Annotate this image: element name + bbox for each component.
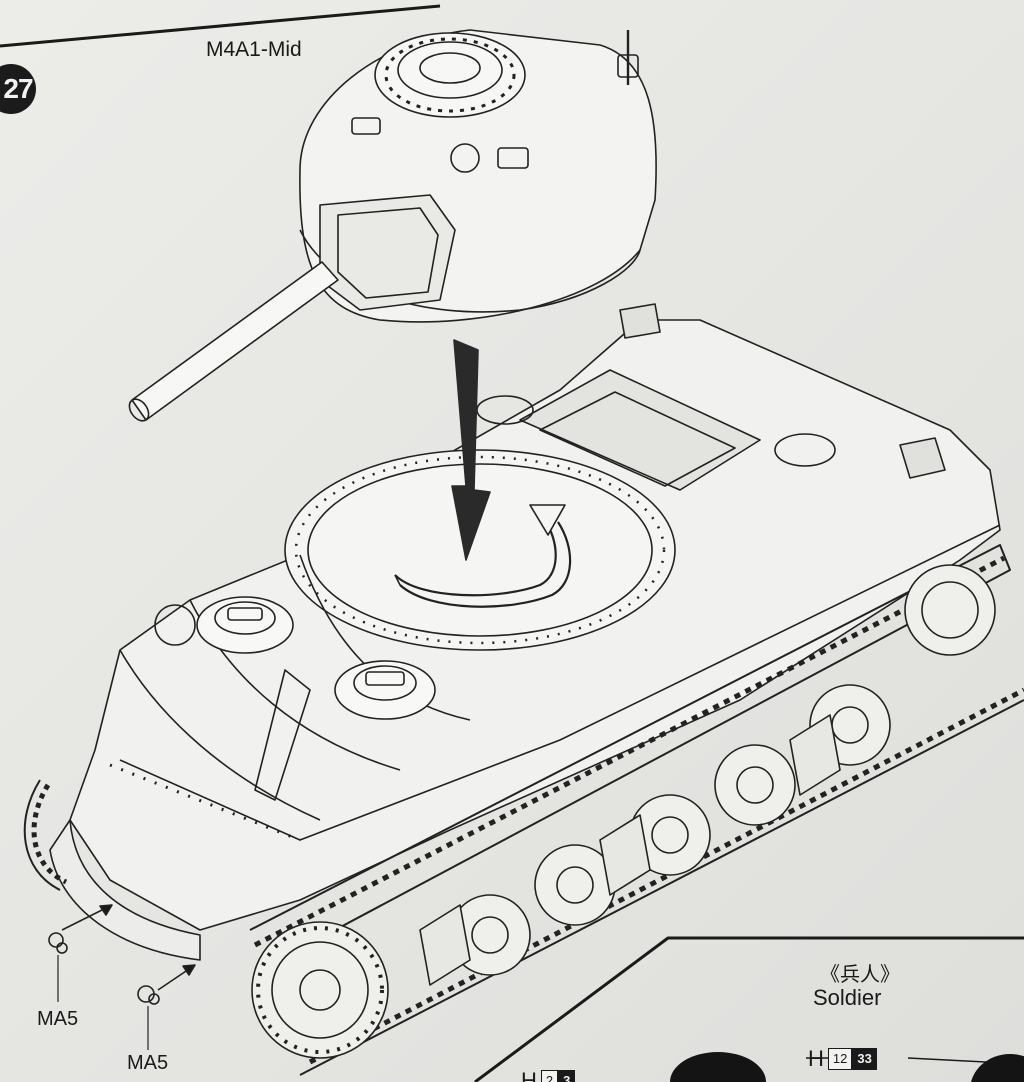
bottom-part-ref: H 2 3 — [521, 1068, 576, 1082]
eye-bolt-part-right — [137, 985, 160, 1050]
step-number-badge: 27 — [0, 64, 36, 114]
soldier-title-cn: 《兵人》 — [820, 962, 900, 986]
part-number-box: 12 — [827, 1048, 853, 1070]
part-number-box: 2 — [540, 1070, 559, 1082]
soldier-title-en: Soldier — [813, 985, 882, 1010]
part-sprue-letter: H — [521, 1068, 537, 1082]
co-driver-hatch — [334, 660, 436, 720]
part-label-ma5-left: MA5 — [37, 1008, 79, 1030]
soldier-part-ref: H 12 33 — [808, 1046, 877, 1072]
turret — [128, 29, 657, 422]
variant-label: M4A1-Mid — [206, 38, 302, 61]
part-sprue-letter: H — [808, 1046, 824, 1071]
part-label-ma5-right: MA5 — [127, 1052, 169, 1074]
soldier-figure-left — [670, 1052, 766, 1082]
eye-bolt-part-left — [48, 932, 68, 1002]
driver-hatch — [196, 596, 294, 654]
running-gear — [23, 544, 1024, 1076]
down-arrow-icon — [451, 339, 491, 561]
header-rule — [0, 4, 441, 48]
soldier-figure-right — [971, 1054, 1024, 1082]
tank-hull — [49, 303, 1001, 961]
soldier-section-frame — [474, 936, 1024, 1082]
leader-arrow-icon — [61, 904, 196, 991]
part-number-box: 33 — [852, 1048, 877, 1070]
part-number-box: 3 — [558, 1070, 576, 1082]
rotate-arrow-icon — [394, 504, 572, 608]
